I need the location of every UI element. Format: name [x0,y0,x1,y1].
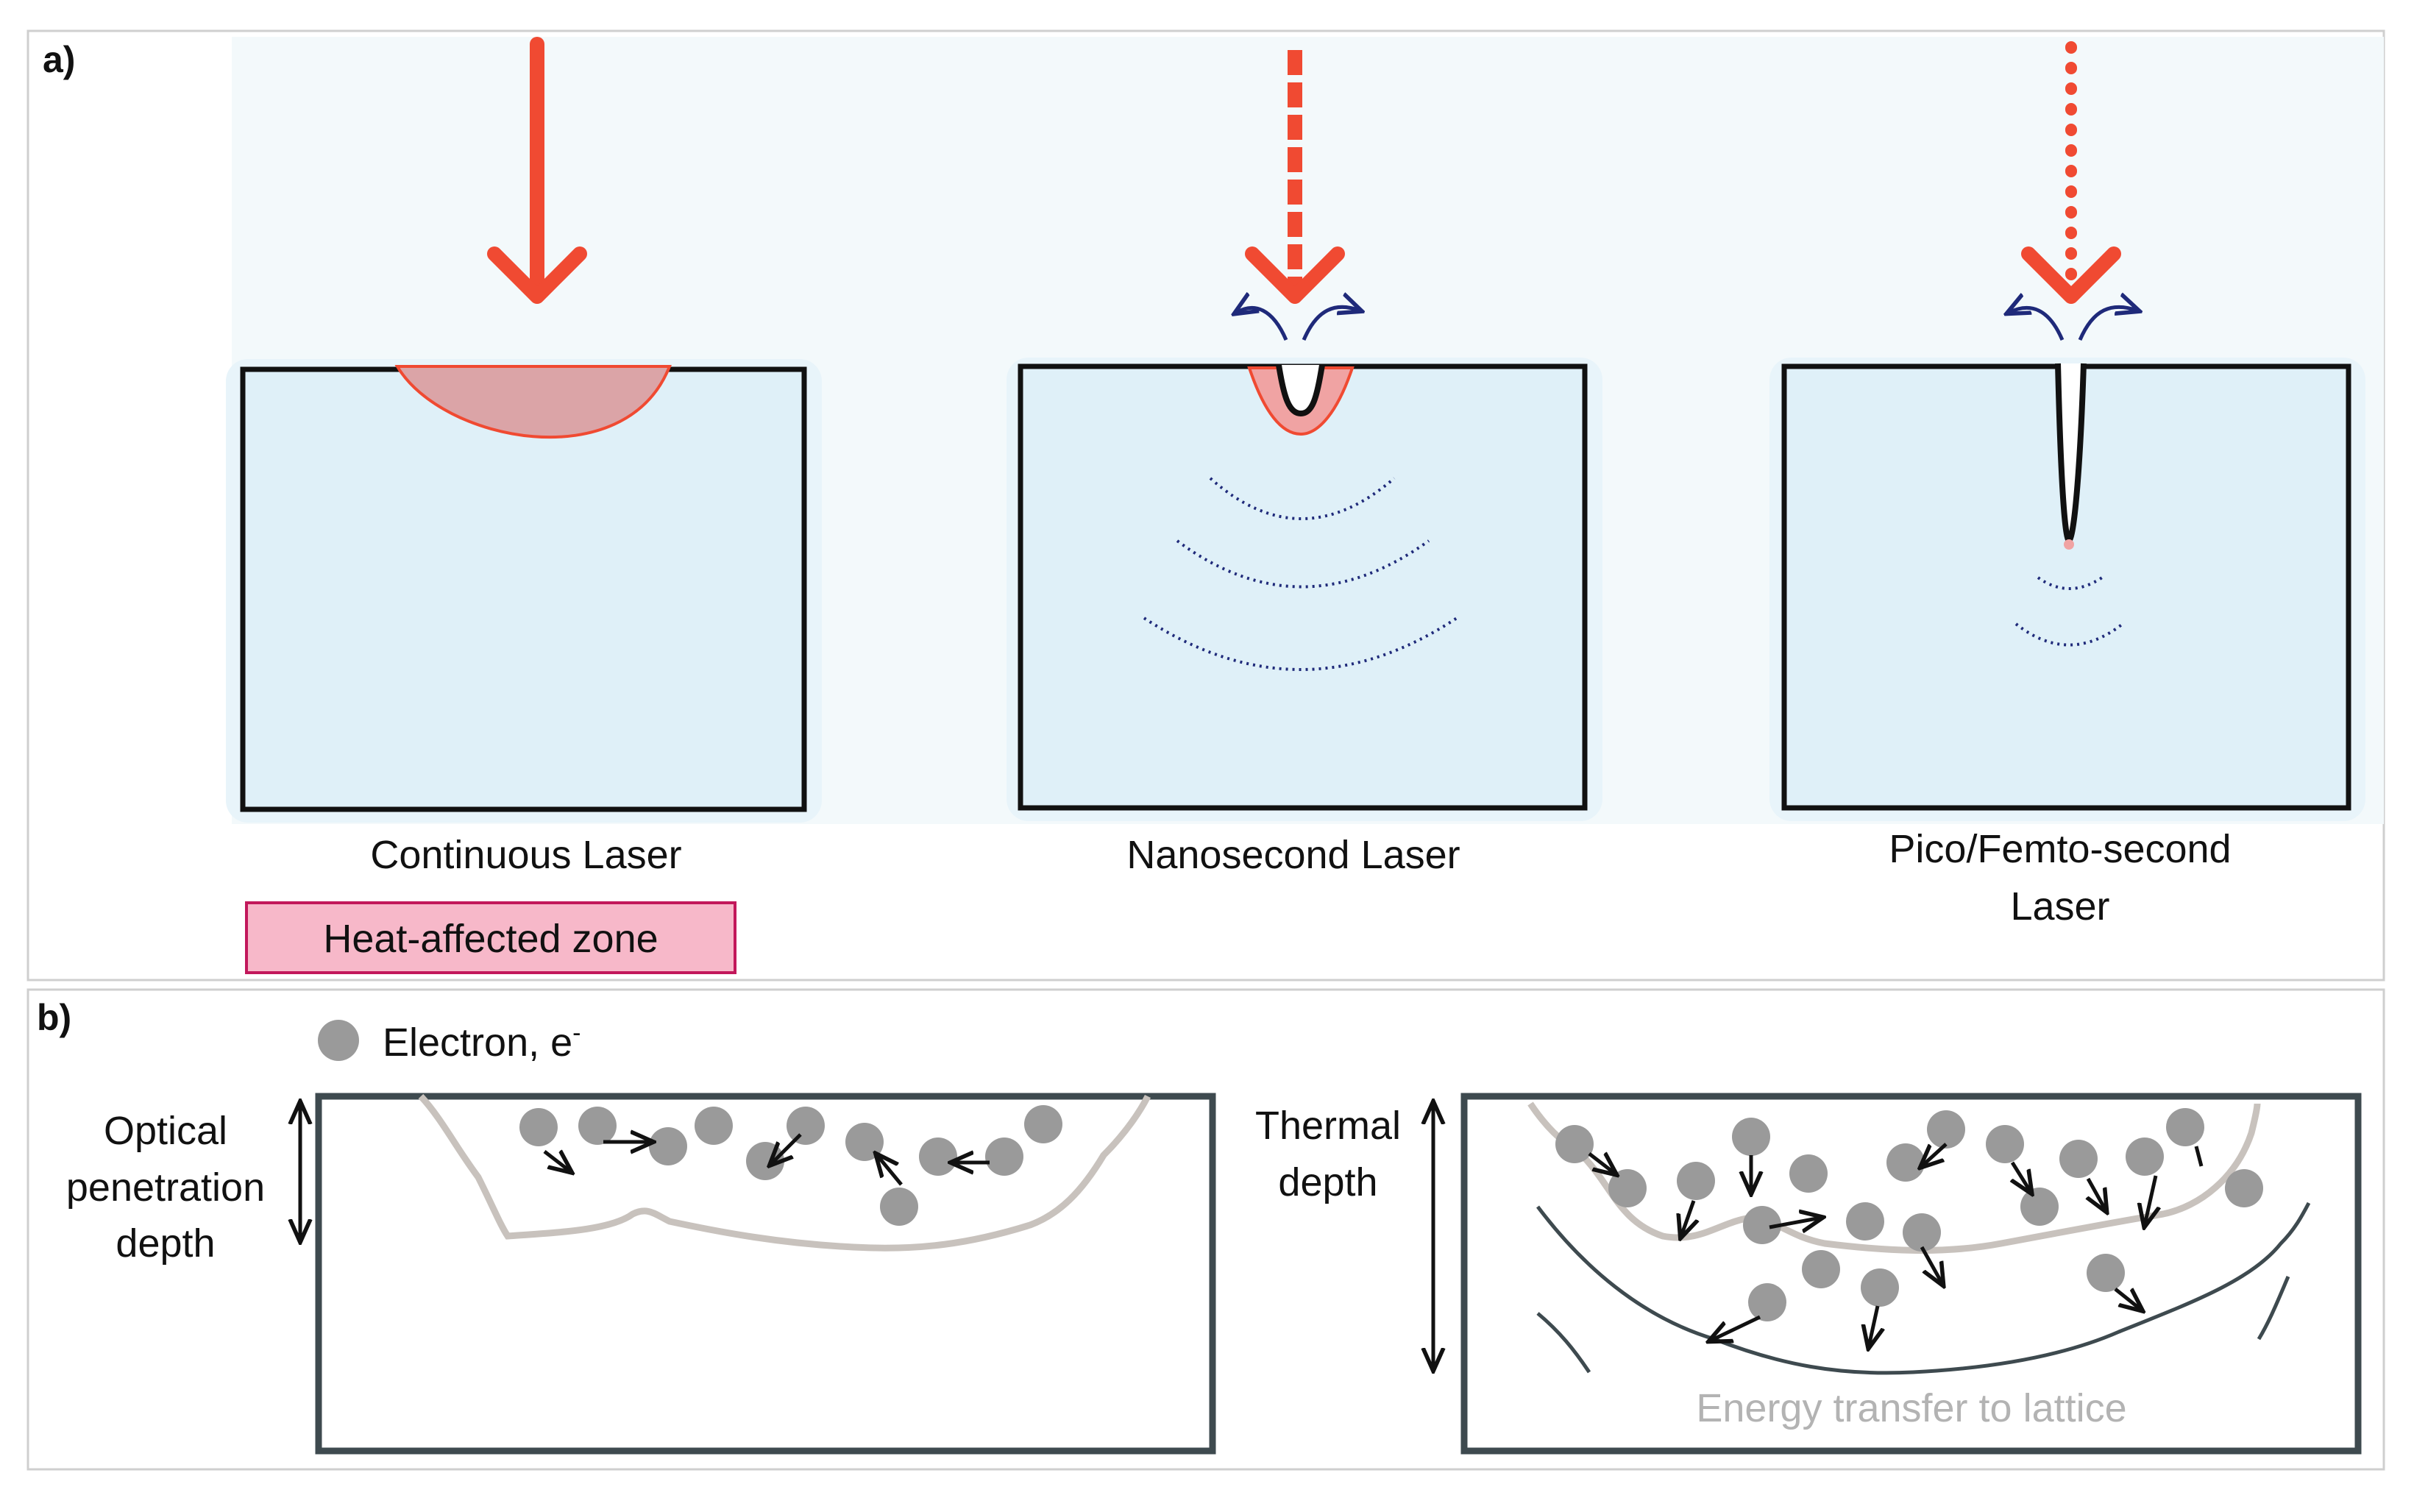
nanosecond-shockwave-2 [1176,539,1430,589]
electron-motion-arrow [1711,1315,1761,1341]
optical-penetration-boundary [418,1093,1151,1252]
electron [1802,1250,1840,1288]
nanosecond-laser-group: Nanosecond Laser [1007,50,1602,877]
electron [1986,1125,2024,1163]
electron-motion-arrow [1588,1154,1615,1174]
continuous-material-block [240,366,807,812]
electron-legend-superscript: - [572,1019,581,1047]
electron-legend-icon [318,1020,359,1061]
optical-label-line3: depth [116,1221,215,1266]
electron-motion-arrow [2194,1146,2204,1167]
electron [695,1107,733,1145]
thermal-depth-group: Thermal depth [1255,1093,2362,1455]
thermal-lattice-edge-right [2257,1276,2290,1341]
femtosecond-laser-arrowhead [2021,246,2121,304]
electron-legend-label: Electron, e [383,1021,572,1065]
femtosecond-laser-label-line2: Laser [2010,884,2109,929]
thermal-lattice-boundary [1536,1202,2311,1375]
electron [880,1188,918,1226]
heat-affected-zone-legend: Heat-affected zone [245,901,736,974]
panel-a-letter: a) [43,39,75,80]
electron-motion-arrow [2114,1288,2141,1310]
electron-motion-arrow [2145,1175,2156,1225]
electron [649,1127,687,1165]
electron [787,1107,825,1145]
femtosecond-ejecta-left-arrow [2009,308,2065,341]
optical-material-box [315,1093,1216,1455]
electron-motion-arrow [1922,1143,1948,1166]
nanosecond-ejecta-right-arrow [1302,307,1360,341]
nanosecond-laser-label: Nanosecond Laser [1126,833,1460,877]
electron [2059,1140,2098,1178]
electron [2225,1169,2263,1207]
electron [1861,1268,1899,1307]
nanosecond-crater [1276,364,1325,417]
electron [2087,1254,2125,1292]
electron [1748,1283,1786,1321]
electron [1555,1125,1594,1163]
electron [1846,1202,1884,1241]
electron-motion-arrow [771,1133,802,1164]
electron-motion-arrow [1681,1200,1694,1236]
electron [1789,1154,1828,1193]
thermal-label-line2: depth [1278,1160,1377,1204]
optical-penetration-group: Optical penetration depth [66,1093,1216,1455]
energy-transfer-caption: Energy transfer to lattice [1696,1386,2126,1430]
heat-affected-zone-swatch [245,901,736,974]
electron-motion-arrow [2088,1177,2106,1210]
femtosecond-laser-label-line1: Pico/Femto-second [1889,827,2231,871]
heat-affected-zone-legend-text: Heat-affected zone [323,917,658,961]
continuous-heat-affected-zone [394,365,672,439]
panel-b-letter: b) [37,997,71,1038]
electron [1886,1143,1925,1182]
electron [919,1137,957,1176]
electron-legend-text: Electron, e- [383,1019,581,1065]
electron-motion-arrow [1769,1218,1821,1227]
femtosecond-laser-group: Pico/Femto-second Laser [1769,41,2365,929]
electron [2166,1108,2204,1146]
panel-b: b) Electron, e- Optical penetration dept… [26,988,2385,1471]
electron-motion-arrow [543,1151,570,1171]
electron [2126,1137,2164,1176]
continuous-laser-arrowhead [487,246,587,304]
thermal-lattice-edge-left [1536,1312,1591,1374]
femtosecond-ejecta-right-arrow [2078,307,2137,341]
electron [1743,1206,1781,1244]
femtosecond-heat-spot [2064,539,2074,550]
thermal-label-line1: Thermal [1255,1104,1401,1148]
electron-motion-arrow [1920,1246,1942,1284]
electron-motion-arrow [877,1155,903,1186]
femtosecond-shockwave-1 [2037,576,2104,590]
electron [1024,1105,1062,1143]
continuous-laser-label: Continuous Laser [370,833,681,877]
panel-a: a) Continuous Laser Nanosecond Laser [26,29,2385,982]
electron [746,1142,784,1180]
electron [1903,1213,1941,1252]
optical-label-line1: Optical [104,1109,227,1153]
nanosecond-shockwave-3 [1143,617,1458,671]
electron [519,1108,558,1146]
femtosecond-shockwave-2 [2014,622,2124,647]
electron [1732,1118,1770,1156]
optical-label-line2: penetration [66,1165,265,1210]
electron [2020,1188,2059,1226]
electron [1608,1169,1647,1207]
electron-motion-arrow [2012,1161,2031,1192]
electron [578,1107,617,1145]
electron [985,1137,1023,1176]
nanosecond-laser-arrowhead [1245,246,1345,304]
nanosecond-ejecta-left-arrow [1236,308,1288,341]
continuous-laser-group: Continuous Laser [226,37,822,877]
electron [1927,1110,1965,1149]
electron [1677,1162,1715,1200]
electron-motion-arrow [1869,1305,1878,1346]
